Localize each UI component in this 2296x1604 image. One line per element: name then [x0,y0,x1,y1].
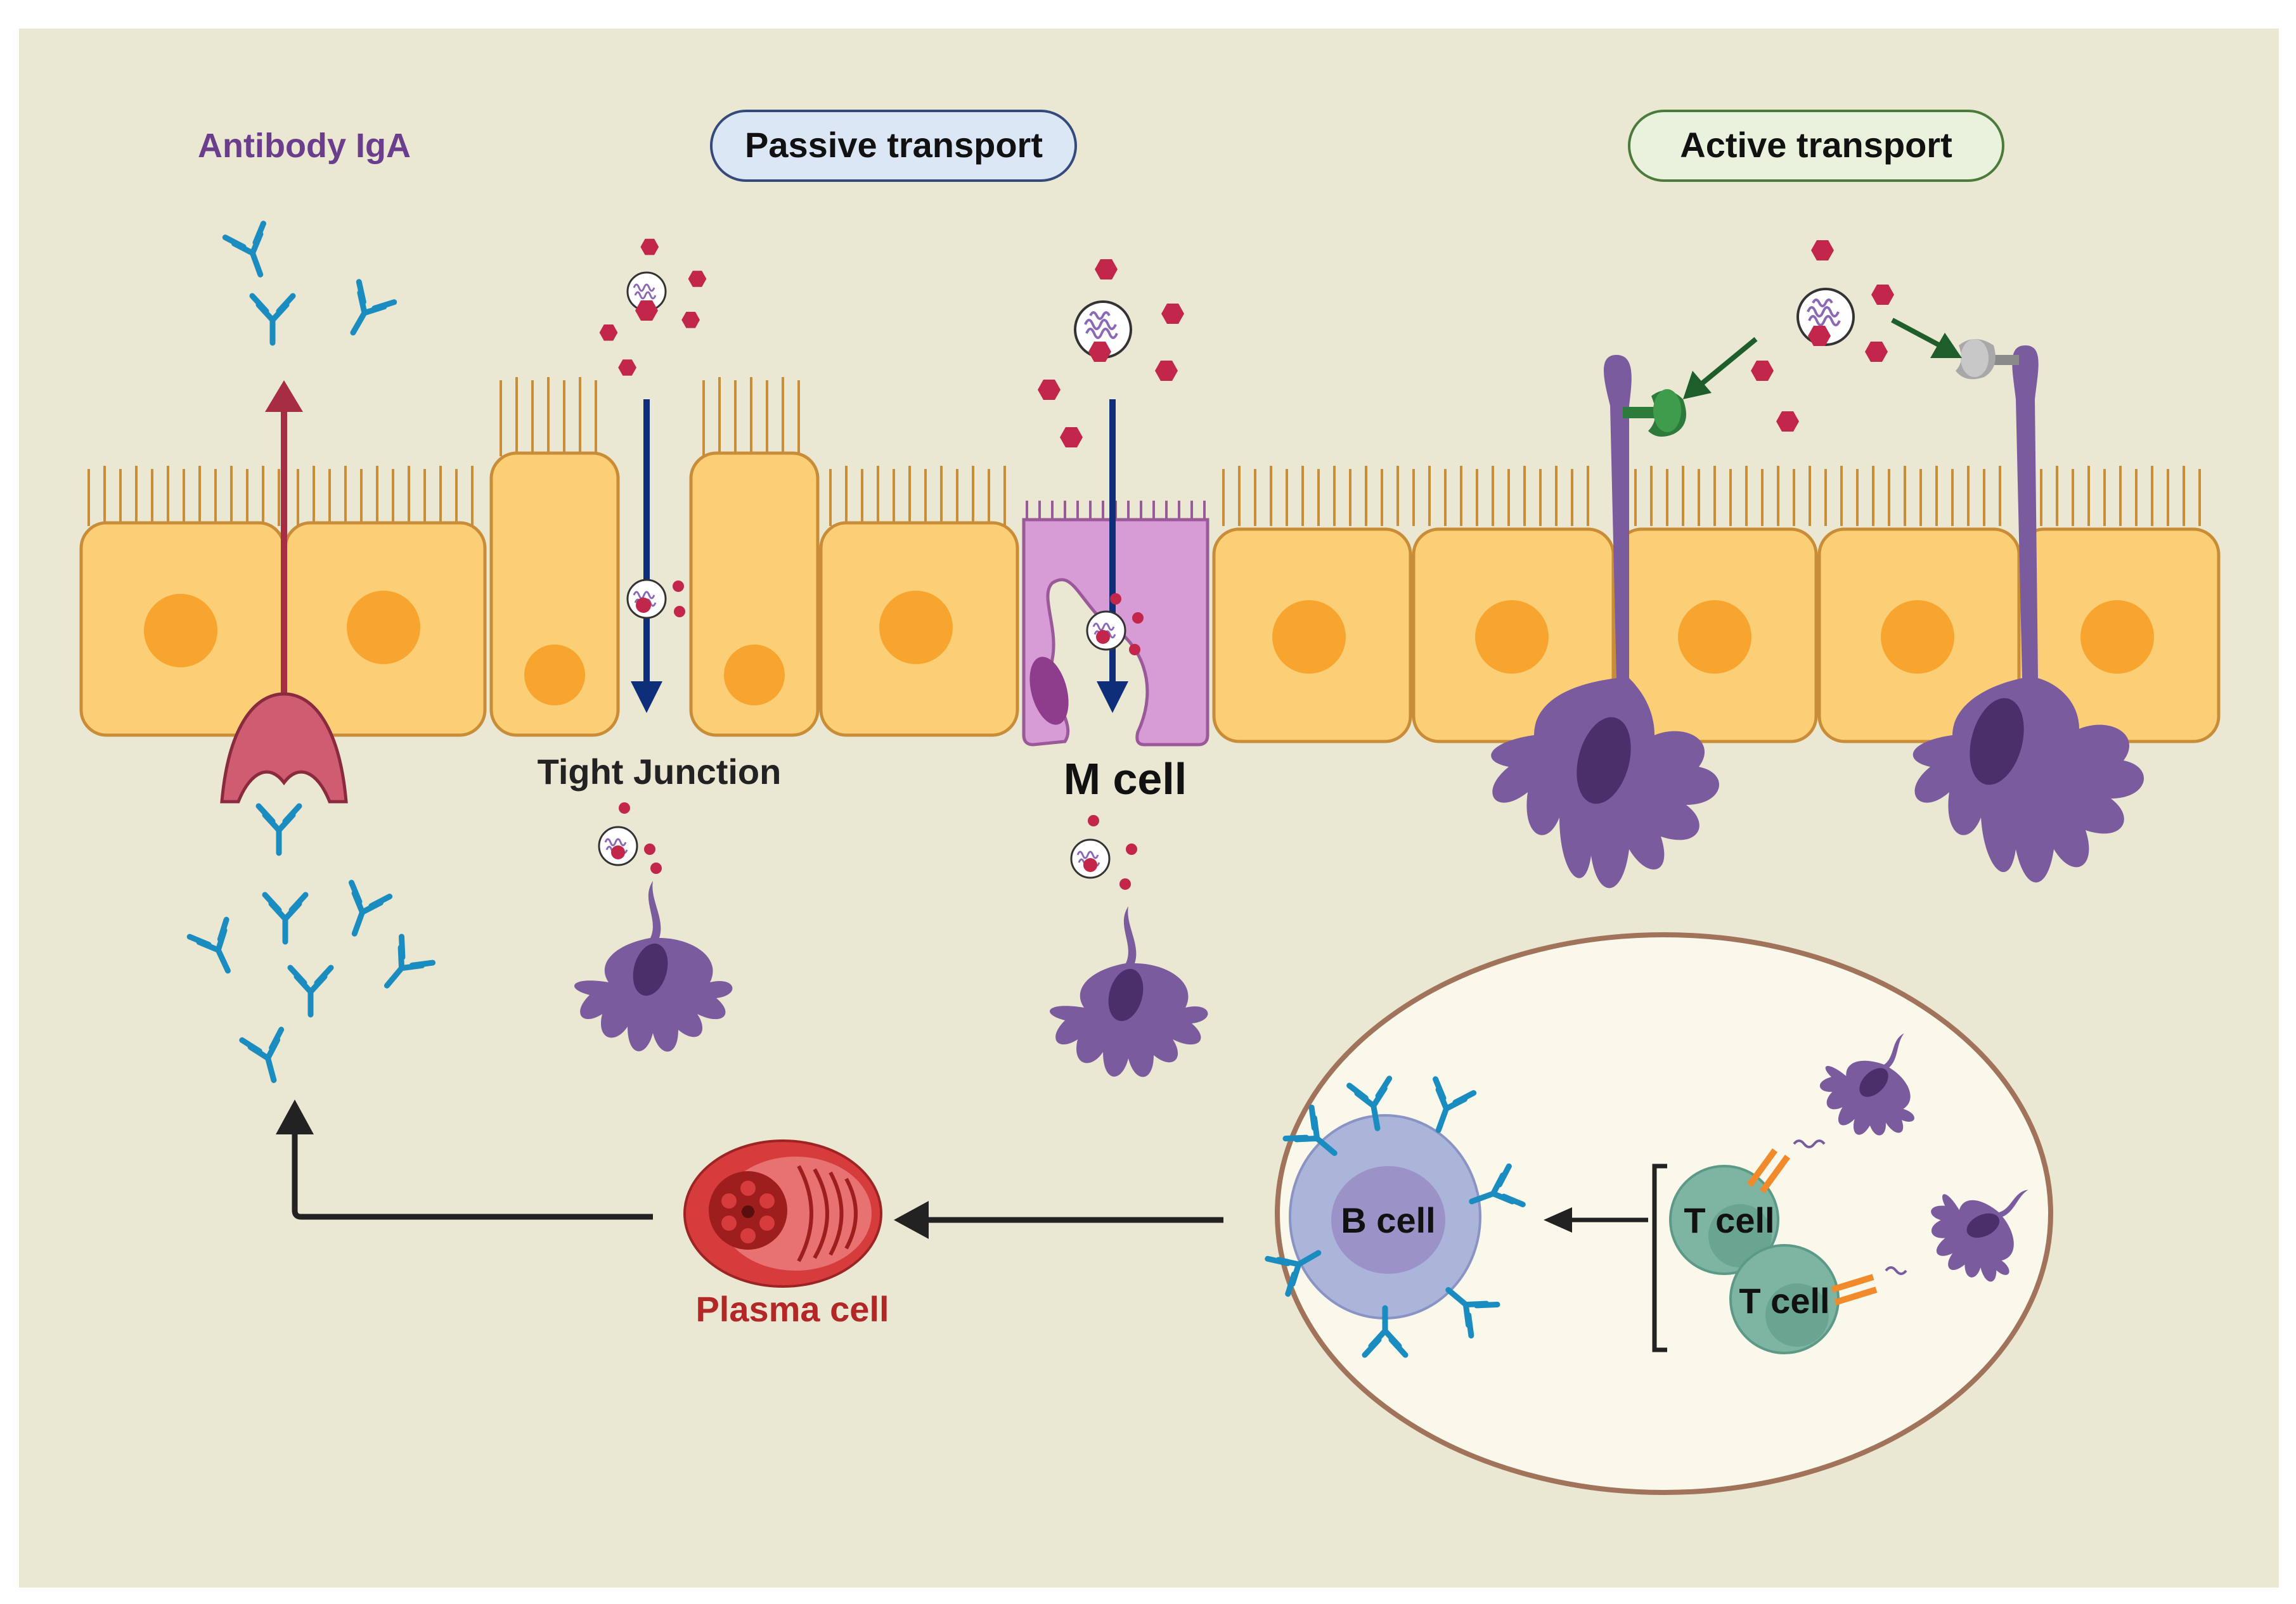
active-transport-pill [1628,110,2004,182]
label-active-transport: Active transport [1680,125,1952,165]
label-t-cell-1: T cell [1684,1200,1774,1240]
label-antibody-iga: Antibody IgA [198,127,411,165]
label-plasma-cell: Plasma cell [695,1289,889,1329]
nuclei [144,591,2154,705]
poly-ig-receptor [220,692,348,804]
label-t-cell-2: T cell [1739,1281,1829,1321]
tight-junction-route [574,238,733,1052]
tcr-mhc-complexes [1746,1148,1878,1306]
m-cell-route [1038,259,1208,1077]
iga-transcytosis [190,224,432,1086]
epithelium [79,377,2221,747]
lymph-follicle [1268,932,2062,1495]
label-passive-transport: Passive transport [745,125,1043,165]
passive-transport-pill [710,110,1077,182]
differentiation-arrows [276,1100,1223,1239]
active-transport-route [1491,240,2144,889]
microvilli [87,377,2201,526]
t-cells [1652,1164,1840,1354]
gray-receptor [1956,339,2019,380]
b-cell [1268,1079,1523,1355]
green-receptor [1623,389,1686,437]
label-tight-junction: Tight Junction [538,752,782,792]
label-b-cell: B cell [1341,1200,1435,1240]
m-cell [1022,501,1209,747]
label-m-cell: M cell [1064,754,1187,804]
plasma-cell [683,1139,882,1288]
